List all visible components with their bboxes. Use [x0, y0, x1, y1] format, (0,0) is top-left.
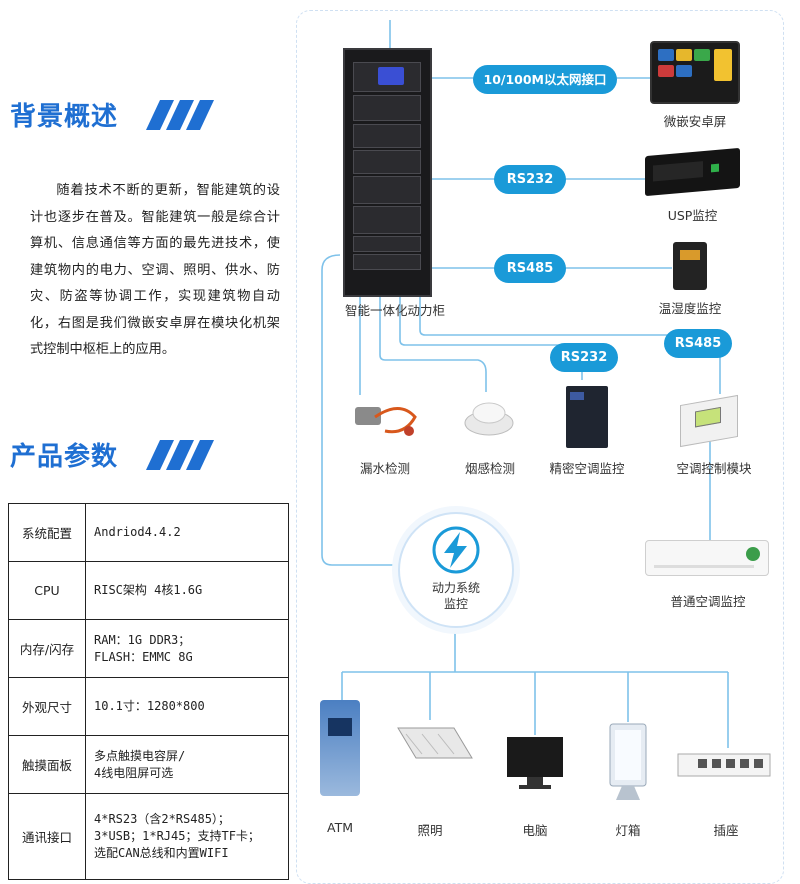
spec-key: CPU [8, 561, 86, 620]
lighting-fixture-icon [397, 727, 473, 759]
computer-monitor-icon [507, 737, 563, 789]
atm-device [320, 700, 360, 796]
spec-key: 内存/闪存 [8, 619, 86, 678]
spec-value: 10.1寸：1280*800 [85, 677, 289, 736]
temp-label: 温湿度监控 [658, 301, 722, 316]
spec-value: 多点触摸电容屏/ 4线电阻屏可选 [85, 735, 289, 794]
power-cabinet [343, 48, 432, 297]
lightbox-icon [609, 723, 647, 800]
table-row: CPU RISC架构 4核1.6G [8, 561, 289, 620]
spec-table: 系统配置 Andriod4.4.2 CPU RISC架构 4核1.6G 内存/闪… [8, 503, 289, 880]
cabinet-slot [353, 124, 421, 148]
spec-key: 触摸面板 [8, 735, 86, 794]
rs232-link-pill: RS232 [494, 165, 566, 194]
table-row: 通讯接口 4*RS23（含2*RS485）； 3*USB；1*RJ45；支持TF… [8, 793, 289, 880]
temp-sensor-device [673, 242, 707, 290]
cabinet-slot [353, 206, 421, 234]
spec-value: 4*RS23（含2*RS485）； 3*USB；1*RJ45；支持TF卡； 选配… [85, 793, 289, 880]
params-title: 产品参数 [10, 442, 119, 472]
power-strip-icon [677, 753, 771, 777]
title-stripes-icon [146, 100, 214, 130]
precision-ac-device [566, 386, 608, 448]
normal-ac-label: 普通空调监控 [670, 594, 746, 609]
lightning-icon [432, 526, 480, 574]
ups-device [645, 147, 740, 197]
table-row: 外观尺寸 10.1寸：1280*800 [8, 677, 289, 736]
computer-label: 电脑 [522, 823, 548, 838]
smoke-detector-icon [464, 402, 514, 436]
atm-label: ATM [326, 820, 353, 835]
precision-ac-label: 精密空调监控 [549, 461, 625, 476]
lighting-label: 照明 [417, 823, 443, 838]
cabinet-slot [353, 150, 421, 174]
title-stripes-icon [146, 440, 214, 470]
cabinet-slot [353, 176, 421, 204]
ups-label: USP监控 [667, 208, 718, 223]
ethernet-link-pill: 10/100M以太网接口 [473, 65, 617, 94]
ac-module-label: 空调控制模块 [676, 461, 752, 476]
rs485-link-pill: RS485 [494, 254, 566, 283]
android-screen-device [650, 41, 740, 104]
intro-paragraph: 随着技术不断的更新，智能建筑的设计也逐步在普及。智能建筑一般是综合计算机、信息通… [30, 183, 280, 357]
spec-key: 外观尺寸 [8, 677, 86, 736]
cabinet-slot [353, 254, 421, 270]
smoke-label: 烟感检测 [464, 461, 515, 476]
cabinet-slot [353, 236, 421, 252]
normal-ac-device [645, 540, 769, 576]
cabinet-display-slot [353, 62, 421, 92]
cabinet-label: 智能一体化动力柜 [344, 303, 445, 318]
lightbox-label: 灯箱 [615, 823, 641, 838]
water-leak-sensor-icon [355, 407, 417, 436]
table-row: 触摸面板 多点触摸电容屏/ 4线电阻屏可选 [8, 735, 289, 794]
spec-key: 通讯接口 [8, 793, 86, 880]
rs232-link-pill: RS232 [550, 343, 618, 372]
hub-label-line1: 动力系统 [431, 581, 480, 595]
android-screen-label: 微嵌安卓屏 [663, 114, 727, 129]
spec-value: RISC架构 4核1.6G [85, 561, 289, 620]
cabinet-slot [353, 95, 421, 121]
background-title: 背景概述 [10, 102, 119, 132]
rs485-link-pill: RS485 [664, 329, 732, 358]
power-strip-label: 插座 [713, 823, 739, 838]
hub-label-line2: 监控 [443, 597, 468, 611]
power-monitor-hub: 动力系统 监控 [398, 512, 514, 628]
water-leak-label: 漏水检测 [359, 461, 410, 476]
